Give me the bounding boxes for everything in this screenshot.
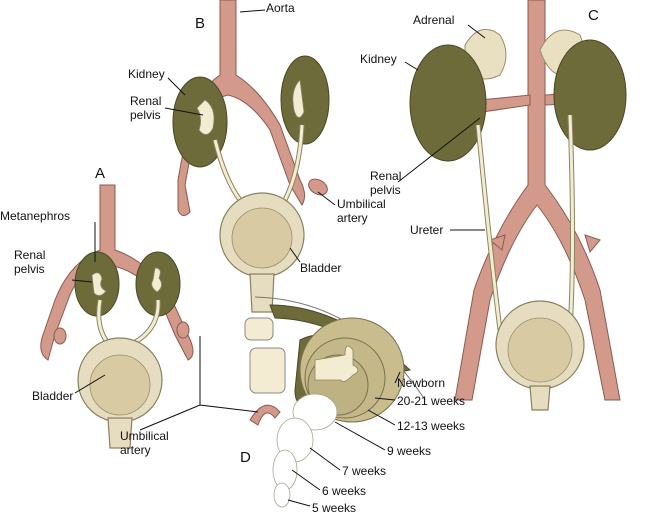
label-6-weeks: 6 weeks [322,484,366,498]
panel-label-a: A [95,165,105,182]
label-7-weeks: 7 weeks [342,464,386,478]
label-12-13-weeks: 12-13 weeks [397,419,465,433]
label-kidney-b: Kidney [128,67,165,81]
kidney-b-right [280,55,330,145]
urethra-b [249,273,275,313]
label-bladder-a: Bladder [32,389,73,403]
umbilical-stump-b [308,178,328,196]
kidney-c-right [553,39,627,151]
kidney-c-left [409,44,487,162]
umbilical-stump-a-left [53,327,67,345]
label-umbilical-b-1: Umbilical [337,197,386,211]
label-5-weeks: 5 weeks [312,501,356,515]
vertebra [244,317,274,341]
labels: A B C D Aorta Kidney Renal pelvis Umbili… [0,1,599,515]
urethra-c [529,385,551,411]
renal-pelvis-b-right [292,79,305,118]
urethra-a [107,417,133,449]
leader-lines [71,9,486,507]
renal-pelvis-d [314,345,359,383]
label-umbilical-a-2: artery [120,443,151,457]
renal-pelvis-b-left [196,99,215,135]
panel-d [244,296,426,508]
label-aorta: Aorta [266,1,295,15]
panel-label-b: B [195,15,205,32]
umbilical-stump-a-right [176,321,190,339]
renal-pelvis-a-left [91,272,107,296]
renal-pelvis-a-right [151,267,162,293]
sacrum [249,347,286,394]
label-kidney-c: Kidney [360,52,397,66]
panel-c [409,0,627,411]
label-renal-pelvis-b-2: pelvis [130,108,161,122]
label-renal-pelvis-c-1: Renal [370,169,401,183]
panel-b [172,0,330,313]
kidney-b-left [172,76,228,168]
label-umbilical-b-2: artery [337,211,368,225]
label-renal-pelvis-c-2: pelvis [370,183,401,197]
panel-label-d: D [240,449,251,466]
label-adrenal: Adrenal [413,13,454,27]
label-renal-pelvis-b-1: Renal [130,94,161,108]
label-renal-pelvis-a-1: Renal [14,248,45,262]
label-newborn: Newborn [397,376,445,390]
umbilical-branches-c [488,234,601,254]
label-renal-pelvis-a-2: pelvis [14,262,45,276]
label-bladder-b: Bladder [300,261,341,275]
panel-a [40,184,194,449]
label-20-21-weeks: 20-21 weeks [397,394,465,408]
label-metanephros: Metanephros [0,209,70,223]
aorta-c [454,0,621,401]
label-ureter: Ureter [410,223,443,237]
kidney-5-weeks [273,482,291,508]
label-umbilical-a-1: Umbilical [120,429,169,443]
panel-label-c: C [588,7,599,24]
label-9-weeks: 9 weeks [387,444,431,458]
umbilical-artery-d [249,404,281,426]
